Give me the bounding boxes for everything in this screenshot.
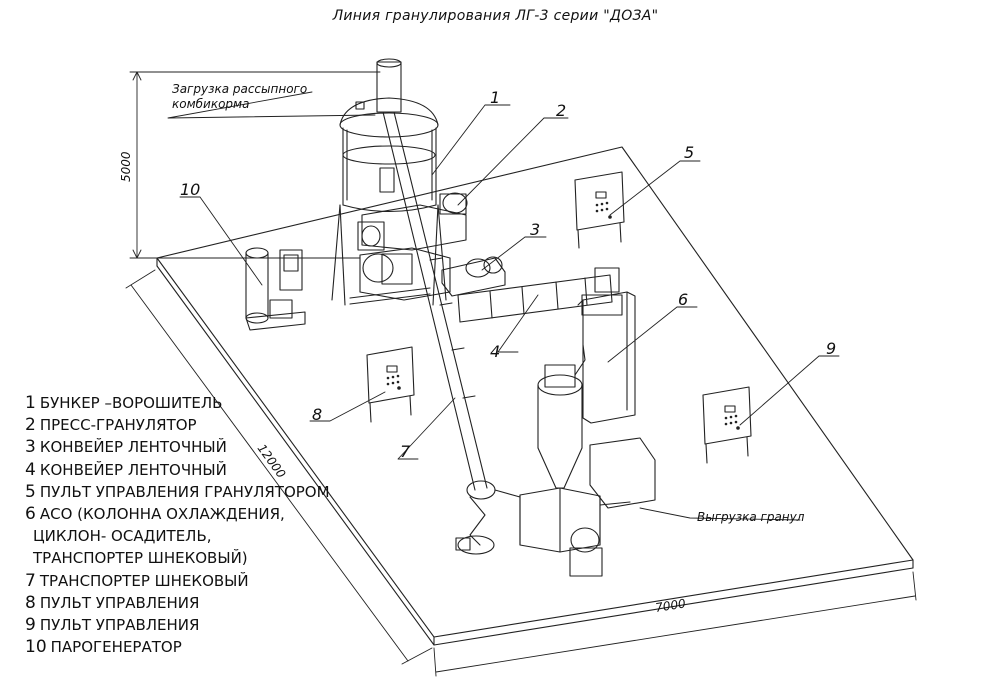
dim-width-label: 7000 [654, 596, 687, 615]
dim-height-label: 5000 [119, 151, 133, 182]
bunker-agitator [331, 58, 447, 306]
belt-conveyor-4 [457, 267, 620, 323]
cyclone [537, 344, 586, 489]
legend-item-continuation: ЦИКЛОН- ОСАДИТЕЛЬ, [33, 527, 212, 546]
callout-5: 5 [684, 143, 694, 162]
leader-lines [167, 91, 840, 521]
callout-10: 10 [180, 180, 200, 199]
loading-annotation-line1: Загрузка рассыпного [172, 82, 307, 96]
callout-3: 3 [530, 220, 540, 239]
cooling-column [577, 291, 636, 424]
control-panel-8 [366, 346, 415, 423]
screw-conveyor [382, 111, 496, 555]
floor-platform [156, 146, 914, 646]
callout-6: 6 [678, 290, 688, 309]
control-panel-9 [702, 386, 752, 464]
panel-buttons [386, 201, 740, 430]
dimension-width [433, 571, 917, 677]
dimension-depth [125, 269, 433, 665]
diagram-title: Линия гранулирования ЛГ-3 серии "ДОЗА" [332, 8, 659, 24]
belt-conveyor-3 [441, 256, 506, 297]
callout-4: 4 [490, 342, 500, 361]
callout-9: 9 [826, 339, 836, 358]
legend-item-continuation: ТРАНСПОРТЕР ШНЕКОВЫЙ) [33, 549, 248, 568]
control-panel-5 [574, 171, 625, 249]
callout-8: 8 [312, 405, 322, 424]
aso-frame [494, 437, 656, 577]
loading-annotation-line2: комбикорма [172, 97, 249, 111]
callout-1: 1 [490, 88, 500, 107]
callout-numbers: 1 2 3 4 5 6 7 8 9 10 [180, 88, 836, 461]
unloading-annotation: Выгрузка гранул [697, 510, 805, 524]
press-granulator [349, 192, 468, 305]
callout-7: 7 [400, 442, 411, 461]
dimension-height [129, 71, 381, 259]
steam-generator [245, 247, 306, 331]
callout-2: 2 [556, 101, 566, 120]
